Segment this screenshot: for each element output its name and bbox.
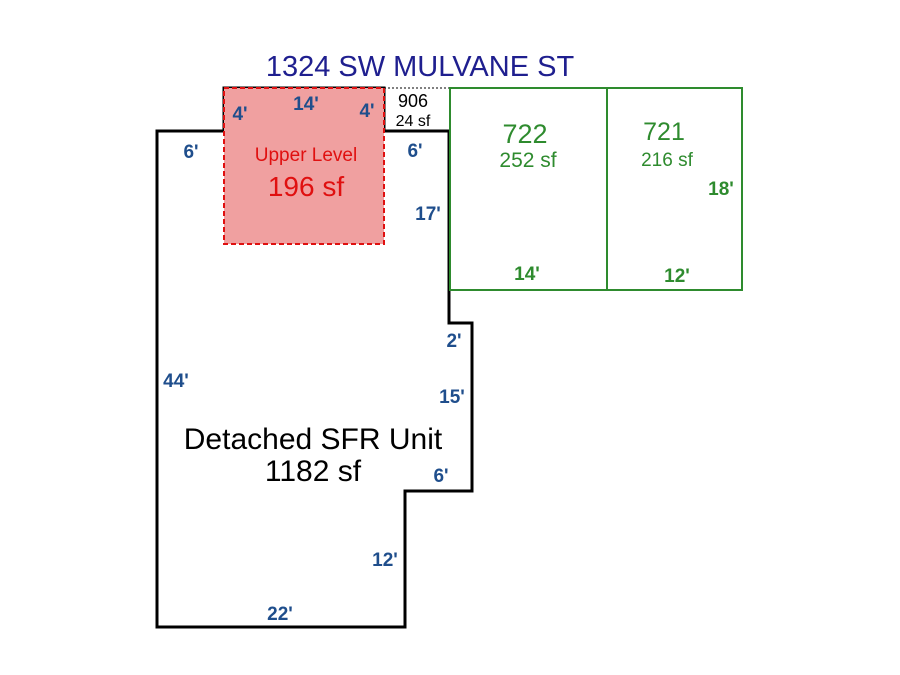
area-906-id: 906 <box>398 91 428 111</box>
main-unit-area: 1182 sf <box>265 455 362 488</box>
upper-level-dim-right: 4' <box>359 101 374 122</box>
dim-bottom: 22' <box>267 604 293 625</box>
area-906-area: 24 sf <box>396 113 431 130</box>
area-722-id: 722 <box>502 119 547 149</box>
dim-left: 44' <box>163 371 189 392</box>
upper-level-dim-top: 14' <box>293 94 319 115</box>
area-722-dim-bottom: 14' <box>514 264 540 285</box>
area-721-id: 721 <box>643 118 685 146</box>
dim-jog: 2' <box>446 331 461 352</box>
upper-level-label: Upper Level <box>255 145 357 166</box>
dim-right-mid: 15' <box>439 387 465 408</box>
upper-level-dim-left: 4' <box>232 104 247 125</box>
dim-right-lower: 12' <box>372 550 398 571</box>
dim-top-right: 6' <box>407 141 422 162</box>
area-722-area: 252 sf <box>499 149 556 172</box>
area-721-outline <box>606 87 743 291</box>
dim-right-upper: 17' <box>415 204 441 225</box>
area-721-dim-right: 18' <box>708 179 734 200</box>
main-unit-name: Detached SFR Unit <box>184 423 443 456</box>
area-721-dim-bottom: 12' <box>664 266 690 287</box>
upper-level-area <box>223 87 385 245</box>
address-title: 1324 SW MULVANE ST <box>266 51 575 83</box>
dim-top-left: 6' <box>183 142 198 163</box>
upper-level-area-label: 196 sf <box>268 171 344 202</box>
area-721-area: 216 sf <box>641 150 693 171</box>
dim-step: 6' <box>433 466 448 487</box>
